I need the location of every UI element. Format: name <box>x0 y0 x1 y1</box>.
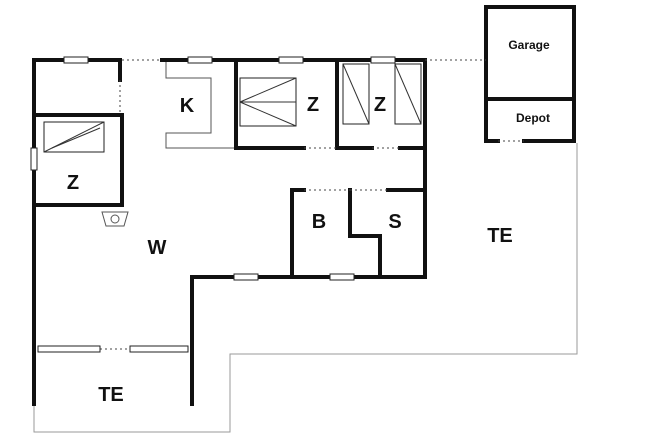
bed-middle <box>239 77 297 127</box>
bed-right-1 <box>342 63 370 125</box>
kitchen-counter <box>165 62 234 149</box>
room-label-garage: Garage <box>508 38 550 52</box>
room-label-bedroom-1: Z <box>67 172 79 194</box>
room-label-terrace-east: TE <box>487 225 513 247</box>
stove-icon <box>101 211 129 227</box>
room-label-bathroom: B <box>312 211 326 233</box>
room-label-living: W <box>148 237 167 259</box>
room-label-kitchen: K <box>180 95 195 117</box>
interior-walls <box>32 58 427 279</box>
bed-right-2 <box>394 63 422 125</box>
windows <box>30 56 396 353</box>
bed-left <box>43 121 105 153</box>
room-label-terrace-south: TE <box>98 384 124 406</box>
room-label-bedroom-2: Z <box>307 94 319 116</box>
room-label-depot: Depot <box>516 111 550 125</box>
room-label-bedroom-3: Z <box>374 94 386 116</box>
room-label-storage: S <box>388 211 401 233</box>
door-openings <box>100 59 524 350</box>
garage-block <box>484 5 576 143</box>
terrace-outline <box>33 143 578 433</box>
